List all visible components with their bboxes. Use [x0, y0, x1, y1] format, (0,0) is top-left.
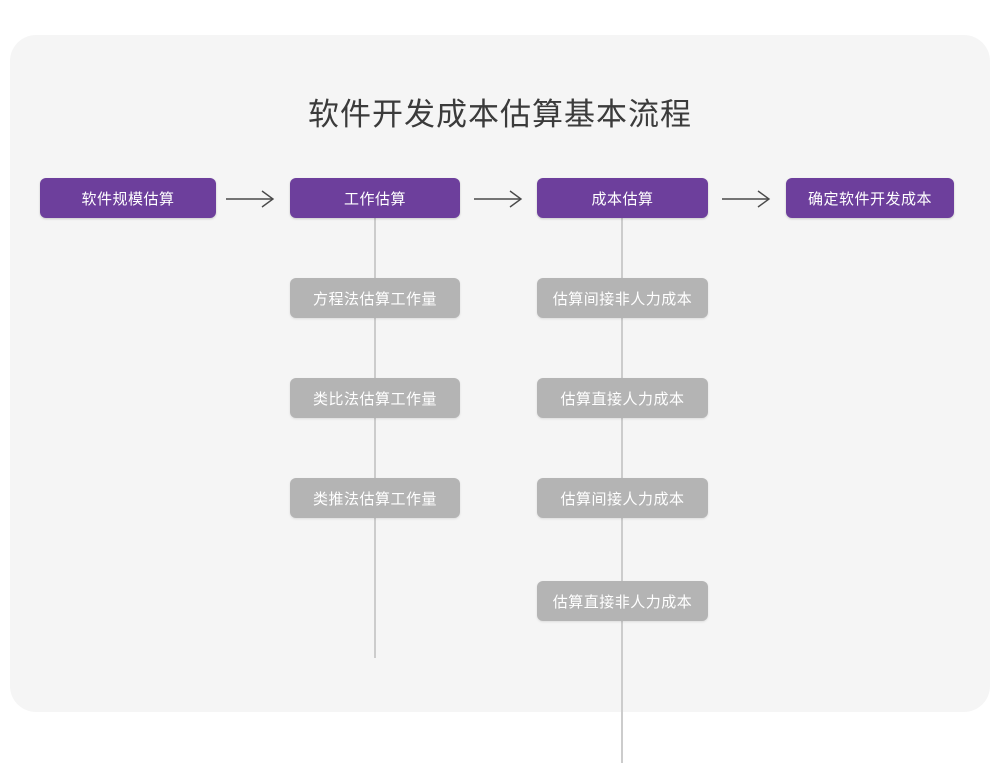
flow-subnode-effort-equation-method[interactable]: 方程法估算工作量 [290, 278, 460, 318]
flow-node-cost-estimation[interactable]: 成本估算 [537, 178, 708, 218]
flow-subnode-direct-labor-cost[interactable]: 估算直接人力成本 [537, 378, 708, 418]
flow-column-determine-development-cost: 确定软件开发成本 [786, 178, 954, 218]
flow-column-software-scale-estimation: 软件规模估算 [40, 178, 216, 218]
flow-node-effort-estimation[interactable]: 工作估算 [290, 178, 460, 218]
flow-subnode-effort-analogy-method[interactable]: 类比法估算工作量 [290, 378, 460, 418]
arrow-right-icon-2 [472, 188, 528, 210]
flow-subnode-indirect-labor-cost[interactable]: 估算间接人力成本 [537, 478, 708, 518]
page-title: 软件开发成本估算基本流程 [308, 97, 692, 133]
connector-line-effort [374, 218, 376, 658]
flow-node-determine-development-cost[interactable]: 确定软件开发成本 [786, 178, 954, 218]
flow-column-cost-estimation: 成本估算 估算间接非人力成本 估算直接人力成本 估算间接人力成本 估算直接非人力… [537, 178, 708, 763]
flow-subnode-effort-inference-method[interactable]: 类推法估算工作量 [290, 478, 460, 518]
arrow-right-icon-3 [720, 188, 776, 210]
flow-subnode-direct-nonlabor-cost[interactable]: 估算直接非人力成本 [537, 581, 708, 621]
flow-subnode-indirect-nonlabor-cost[interactable]: 估算间接非人力成本 [537, 278, 708, 318]
content-card [10, 35, 990, 712]
arrow-right-icon-1 [224, 188, 280, 210]
flow-column-effort-estimation: 工作估算 方程法估算工作量 类比法估算工作量 类推法估算工作量 [290, 178, 460, 658]
flow-node-software-scale-estimation[interactable]: 软件规模估算 [40, 178, 216, 218]
